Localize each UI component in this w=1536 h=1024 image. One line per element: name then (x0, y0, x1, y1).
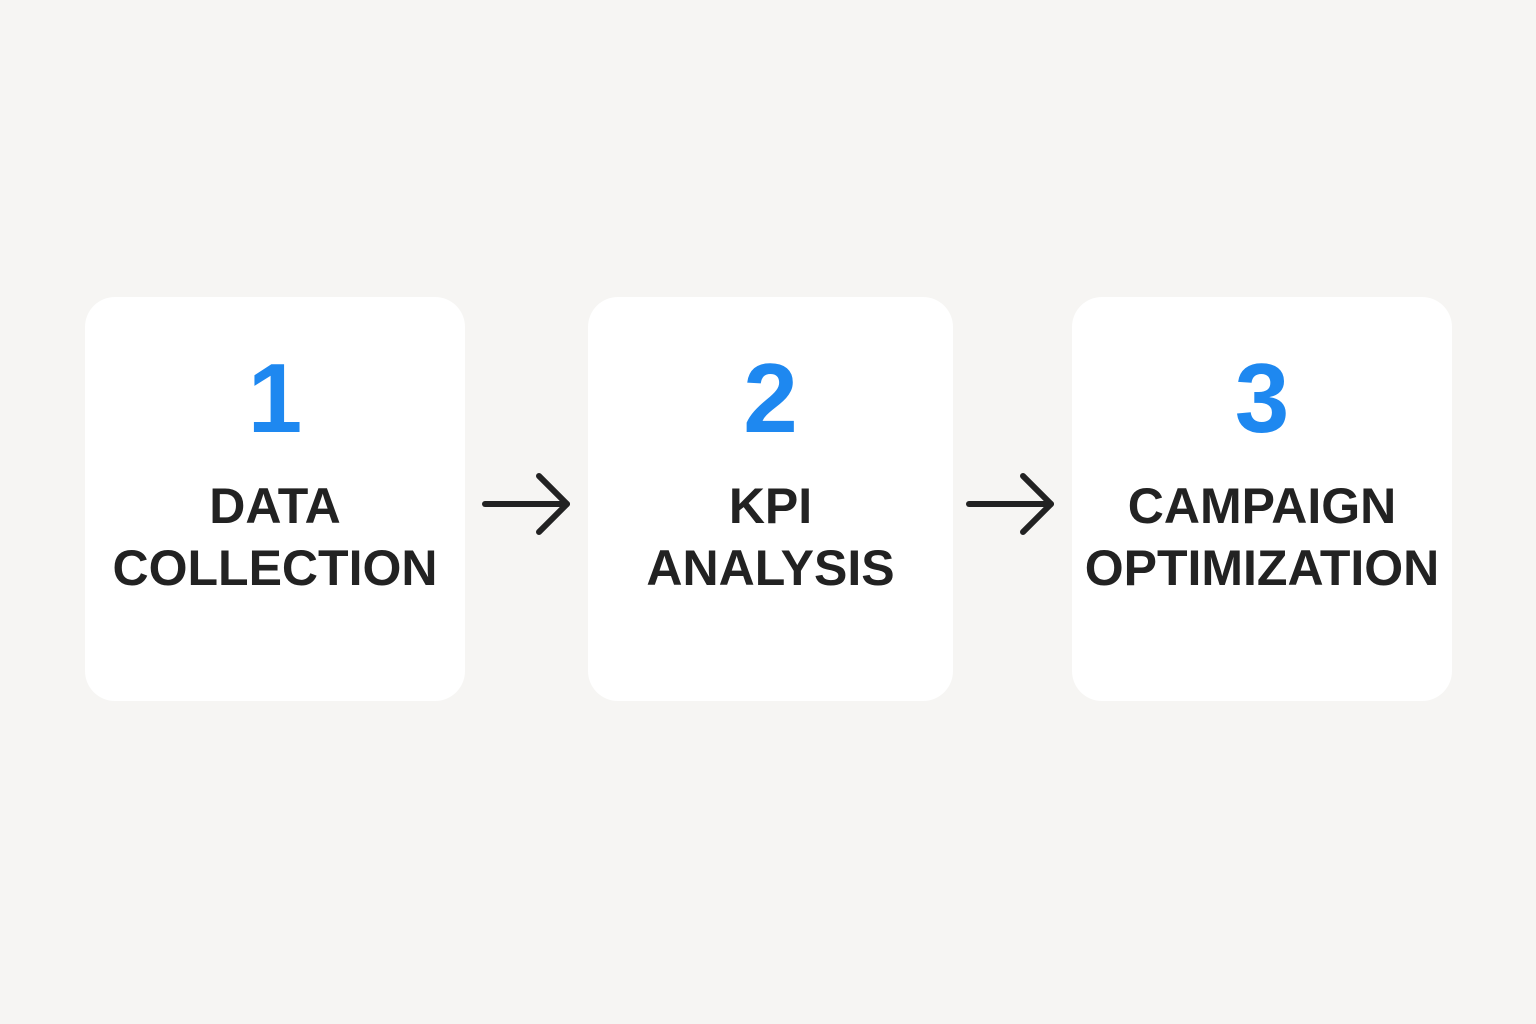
step-card-2: 2 KPI ANALYSIS (588, 297, 953, 701)
step-label-1: DATA COLLECTION (113, 475, 438, 599)
step-label-2-line-1: KPI (728, 478, 813, 534)
arrow-right-icon (966, 473, 1054, 535)
step-number-3: 3 (1234, 343, 1290, 453)
step-label-3: CAMPAIGN OPTIMIZATION (1085, 475, 1440, 599)
step-label-2-line-2: ANALYSIS (646, 540, 895, 596)
step-label-2: KPI ANALYSIS (646, 475, 894, 599)
step-number-2: 2 (743, 343, 798, 453)
arrow-right-icon (482, 473, 570, 535)
step-label-1-line-1: DATA (209, 478, 341, 534)
step-label-3-line-2: OPTIMIZATION (1084, 540, 1440, 596)
step-label-1-line-2: COLLECTION (112, 540, 438, 596)
step-number-1: 1 (247, 343, 303, 453)
step-card-1: 1 DATA COLLECTION (85, 297, 465, 701)
step-card-3: 3 CAMPAIGN OPTIMIZATION (1072, 297, 1452, 701)
step-label-3-line-1: CAMPAIGN (1127, 478, 1397, 534)
